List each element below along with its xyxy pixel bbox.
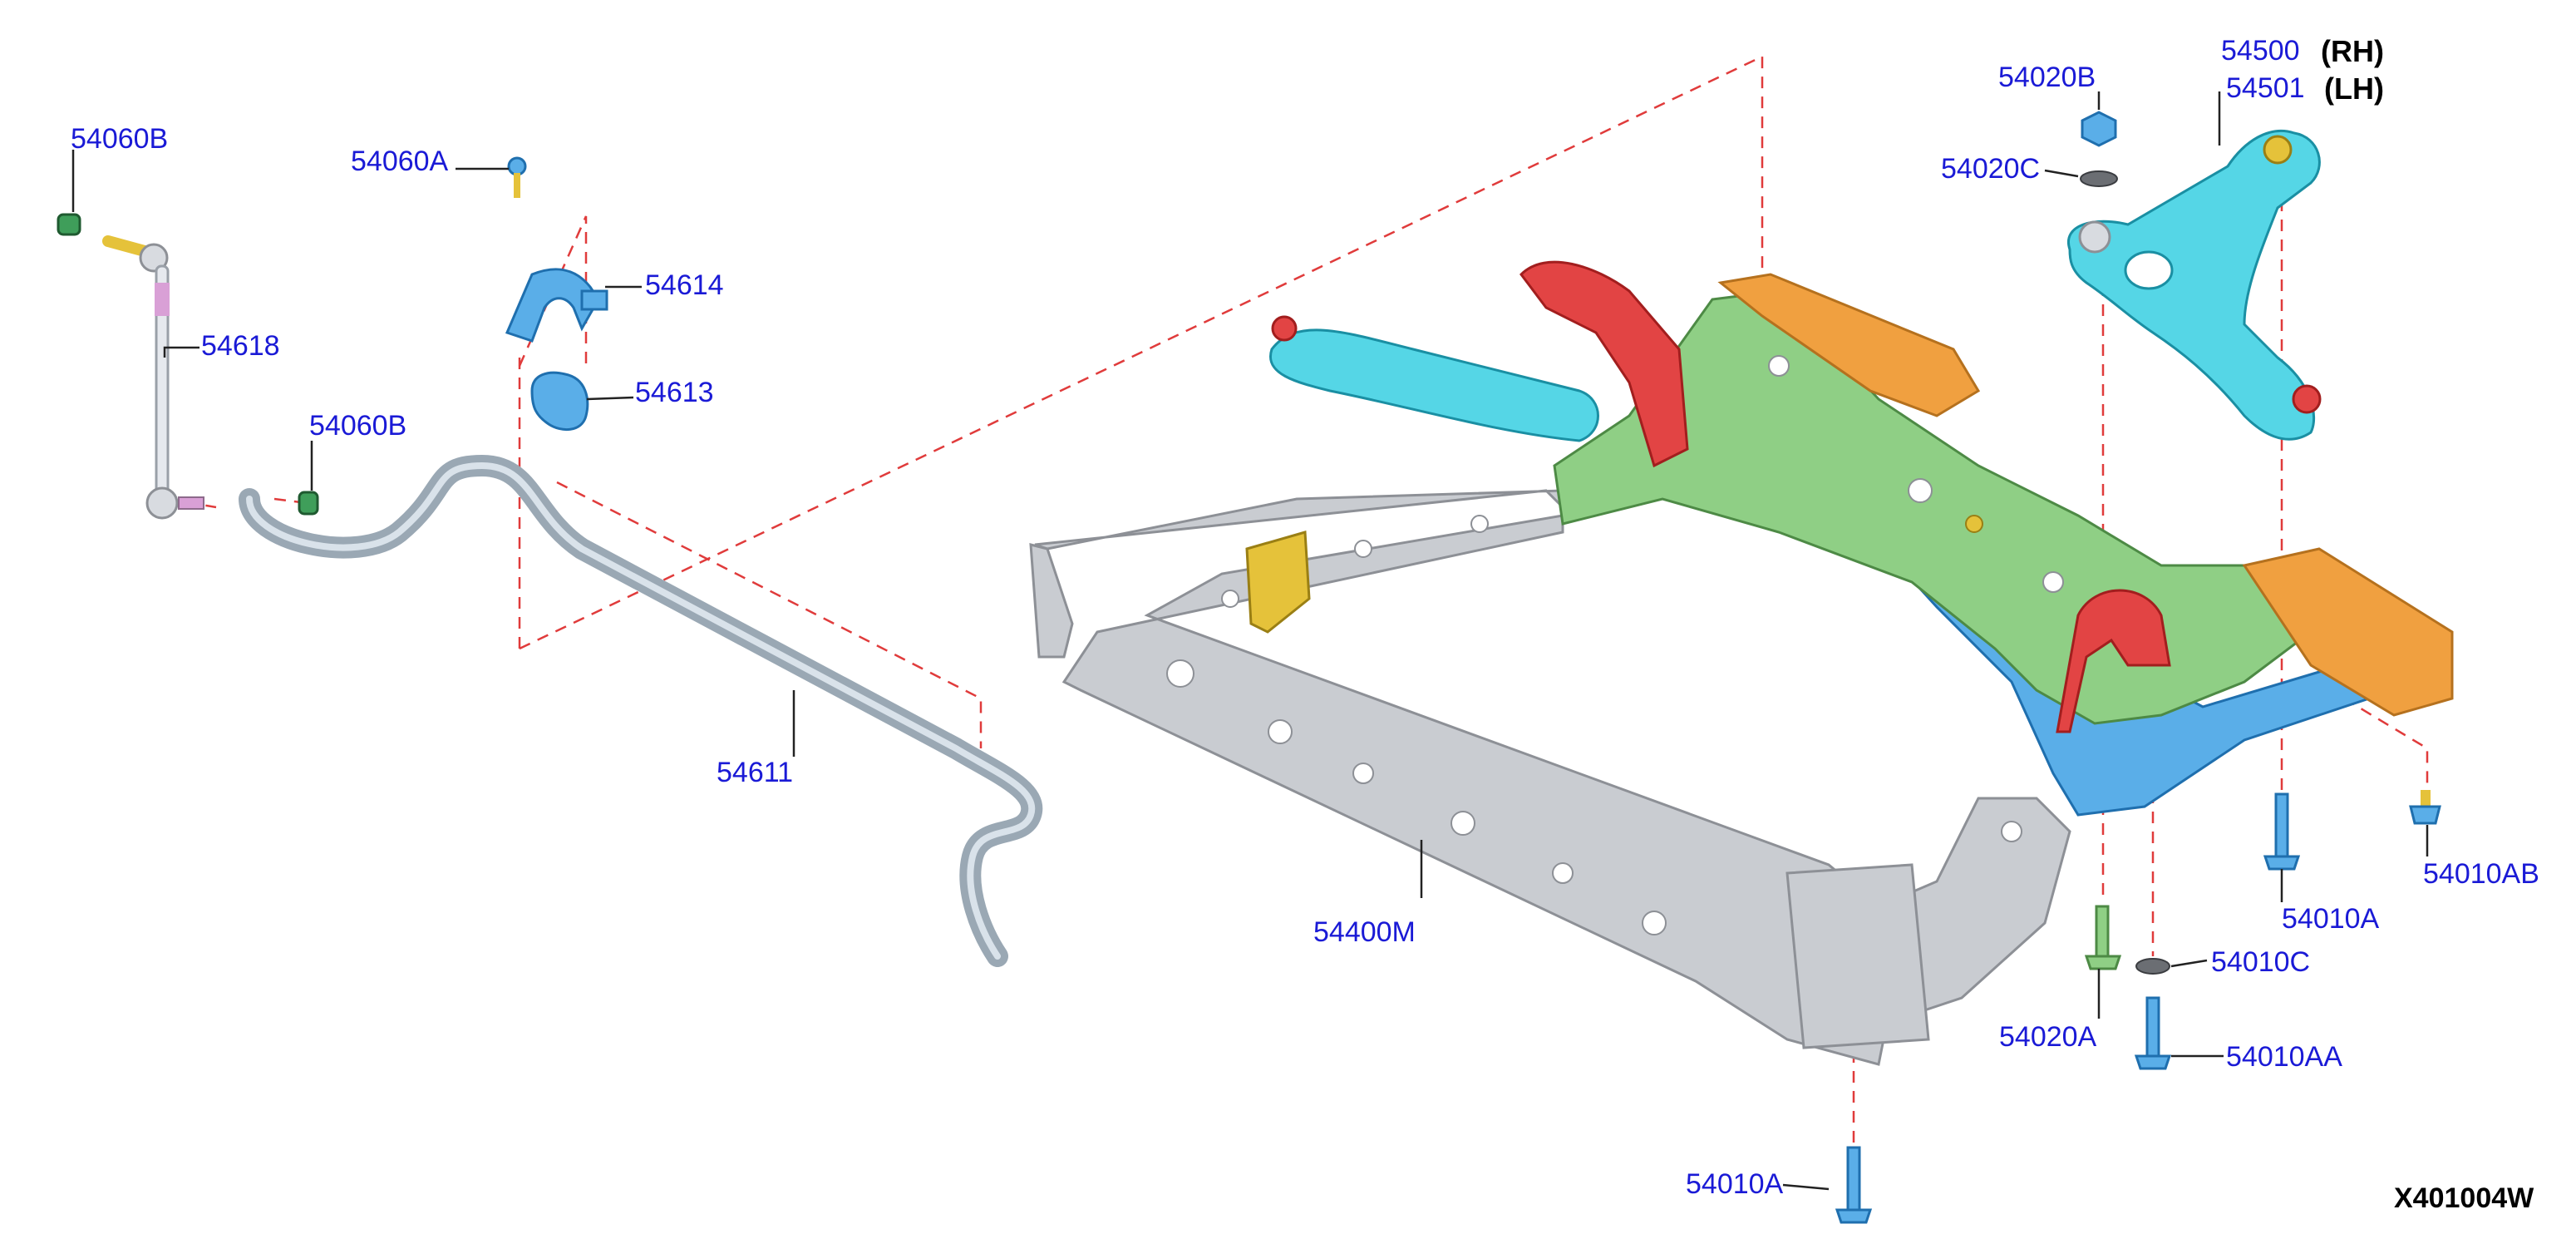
side-label-rh: (RH) [2321, 34, 2384, 68]
callout-54010C: 54010C [2211, 946, 2310, 978]
callout-54500: 54500 [2221, 35, 2300, 67]
side-label-lh: (LH) [2324, 72, 2384, 106]
callout-54010A-bottom: 54010A [1686, 1168, 1784, 1200]
front-suspension-crossmember [1029, 260, 2454, 1066]
callout-54020C: 54020C [1941, 153, 2040, 185]
callout-54010AB: 54010AB [2423, 858, 2539, 890]
callout-54618: 54618 [201, 330, 280, 362]
stabilizer-link [57, 213, 319, 520]
callout-54501: 54501 [2226, 72, 2305, 104]
leader-lines [71, 91, 2429, 1191]
callout-54611: 54611 [717, 757, 793, 788]
callout-54010AA: 54010AA [2226, 1041, 2342, 1073]
callout-54020A: 54020A [1999, 1021, 2097, 1053]
callout-54614: 54614 [645, 269, 724, 301]
illustration-reference-code: X401004W [2394, 1182, 2534, 1214]
callout-54010A-right: 54010A [2282, 903, 2380, 935]
callout-54613: 54613 [635, 377, 714, 408]
callout-54060B-top: 54060B [71, 123, 168, 155]
callout-54060A: 54060A [351, 146, 449, 177]
callout-54060B-mid: 54060B [309, 410, 406, 442]
callout-54020B: 54020B [1998, 62, 2096, 93]
mounting-bolts [1835, 790, 2441, 1224]
callout-labels: 54060B 54618 54060B 54060A 54614 54613 5… [71, 34, 2539, 1214]
callout-54400M: 54400M [1313, 916, 1416, 948]
stabilizer-bushing-parts [505, 156, 608, 432]
stabilizer-bar [239, 455, 1043, 967]
lower-control-arm [2066, 111, 2322, 441]
